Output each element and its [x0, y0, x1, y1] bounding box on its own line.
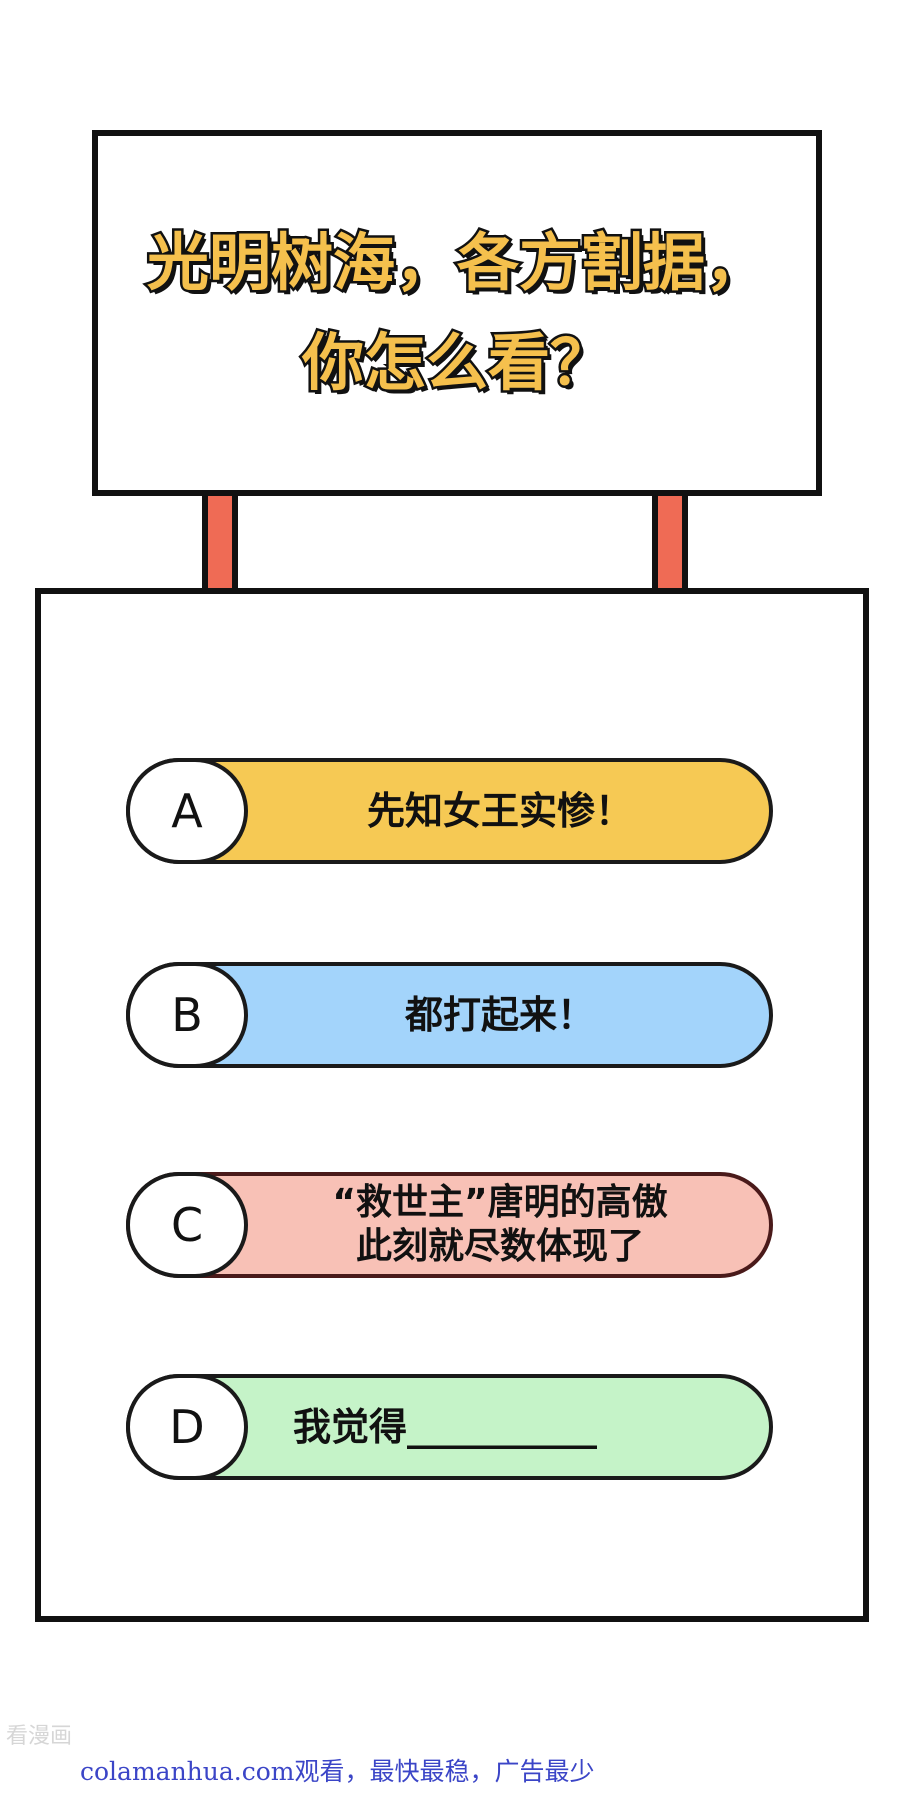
option-d-text: 我觉得__________ [251, 1374, 749, 1480]
option-a-text: 先知女王实惨！ [251, 758, 749, 864]
question-title: 光明树海，各方割据， 你怎么看？ [144, 213, 769, 413]
option-a-text-line-1: 先知女王实惨！ [366, 789, 633, 833]
option-b-text-line-1: 都打起来！ [404, 993, 595, 1037]
option-a[interactable]: 先知女王实惨！ A [126, 758, 773, 864]
option-c-letter: C [126, 1172, 248, 1278]
question-sign: 光明树海，各方割据， 你怎么看？ [92, 130, 822, 496]
question-title-line-2: 你怎么看？ [299, 324, 614, 402]
option-c[interactable]: “救世主”唐明的高傲 此刻就尽数体现了 C [126, 1172, 773, 1278]
option-b[interactable]: 都打起来！ B [126, 962, 773, 1068]
option-d-text-line-1: 我觉得__________ [293, 1405, 598, 1449]
watermark-logo: 看漫画 [6, 1724, 73, 1749]
option-b-letter: B [126, 962, 248, 1068]
sign-post-left [202, 490, 238, 594]
option-a-letter: A [126, 758, 248, 864]
option-d[interactable]: 我觉得__________ D [126, 1374, 773, 1480]
watermark-site-text: colamanhua.com观看，最快最稳，广告最少 [80, 1757, 595, 1786]
option-c-text-line-1: “救世主”唐明的高傲 [332, 1182, 668, 1223]
option-c-text: “救世主”唐明的高傲 此刻就尽数体现了 [251, 1172, 749, 1278]
option-c-text-line-2: 此刻就尽数体现了 [355, 1226, 644, 1267]
sign-post-right [652, 490, 688, 594]
option-b-text: 都打起来！ [251, 962, 749, 1068]
question-title-line-1: 光明树海，各方割据， [144, 224, 769, 302]
option-d-letter: D [126, 1374, 248, 1480]
